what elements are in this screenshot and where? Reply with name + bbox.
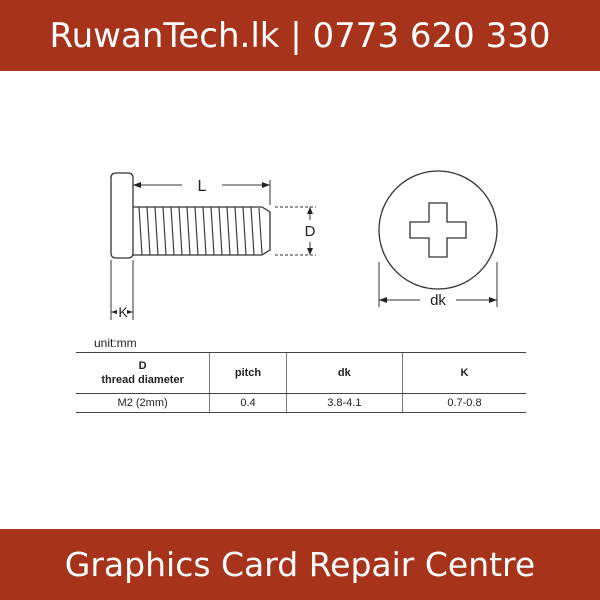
unit-label: unit:mm	[94, 336, 137, 350]
top-banner-text: RuwanTech.lk | 0773 620 330	[49, 15, 551, 56]
table-header-row: D thread diameter pitch dk K	[76, 352, 526, 394]
arrow-d-top	[307, 207, 313, 214]
head-diameter-label: dk	[430, 292, 446, 309]
spec-table: D thread diameter pitch dk K M2 (2mm) 0.…	[76, 352, 526, 413]
screw-thread-outline	[133, 206, 271, 256]
length-label: L	[198, 178, 207, 195]
arrow-dk-left	[379, 297, 387, 303]
header-dk: dk	[285, 352, 403, 394]
bottom-banner: Graphics Card Repair Centre	[0, 529, 600, 600]
bottom-banner-text: Graphics Card Repair Centre	[64, 545, 536, 584]
diameter-label: D	[305, 223, 316, 240]
arrow-k-right	[127, 310, 133, 314]
arrow-k-left	[111, 310, 117, 314]
arrow-l-left	[133, 182, 141, 188]
cell-dk: 3.8-4.1	[285, 393, 403, 413]
arrow-l-right	[262, 182, 270, 188]
header-k: K	[401, 352, 526, 394]
screw-thread-lines	[138, 206, 263, 256]
screw-head-top	[378, 170, 498, 290]
arrow-dk-right	[489, 297, 497, 303]
screw-drawing: L D K dk	[110, 170, 498, 320]
cell-pitch: 0.4	[209, 393, 287, 413]
arrow-d-bottom	[307, 248, 313, 255]
header-pitch: pitch	[209, 352, 287, 394]
phillips-cross	[409, 202, 467, 258]
screw-head-side	[110, 172, 134, 259]
table-row: M2 (2mm) 0.4 3.8-4.1 0.7-0.8	[76, 393, 526, 413]
head-height-label: K	[118, 304, 128, 320]
cell-k: 0.7-0.8	[401, 393, 526, 413]
top-banner: RuwanTech.lk | 0773 620 330	[0, 0, 600, 71]
header-thread-diameter: D thread diameter	[76, 352, 210, 394]
cell-thread-diameter: M2 (2mm)	[76, 393, 210, 413]
